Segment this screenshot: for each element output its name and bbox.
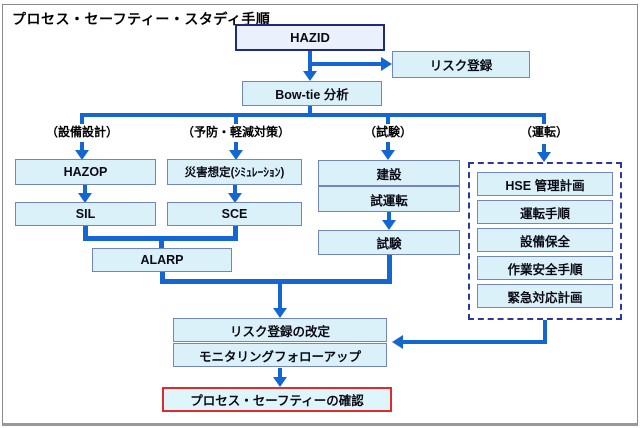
sce-box: SCE: [167, 202, 302, 226]
construction-box: 建設: [318, 160, 460, 186]
connector-commissioning-testing: [387, 212, 391, 220]
testing-box: 試験: [318, 230, 460, 255]
diagram-frame: [2, 4, 638, 426]
connector-testing-down: [387, 255, 392, 284]
connector-bracket-bottom: [160, 279, 392, 284]
sil-box: SIL: [15, 202, 156, 226]
commissioning-box: 試運転: [318, 186, 460, 212]
connector-operation-down: [543, 320, 547, 340]
arrowhead-to-risk-revision: [273, 308, 287, 318]
equipment-maintenance-box: 設備保全: [477, 228, 613, 252]
branch-label-test: （試験）: [363, 125, 412, 139]
branch-label-prevention: （予防・軽減対策）: [181, 125, 290, 139]
connector-to-risk-revision: [278, 284, 282, 308]
alarp-box: ALARP: [92, 248, 232, 272]
connector-bracket-alarp: [83, 236, 238, 241]
connector-sce-down: [233, 226, 238, 241]
risk-register-box: リスク登録: [392, 51, 530, 78]
connector-operation-left: [403, 340, 547, 344]
page-title: プロセス・セーフティー・スタディ手順: [12, 11, 271, 27]
connector-hazid-down: [308, 51, 312, 71]
branch-label-operation: （運転）: [519, 125, 568, 139]
work-safety-procedure-box: 作業安全手順: [477, 256, 613, 280]
hazop-box: HAZOP: [15, 159, 156, 185]
connector-bracket-alarp-drop: [159, 241, 164, 248]
arrowhead-to-bowtie: [303, 71, 317, 81]
connector-hazid-to-risk: [308, 62, 381, 66]
connector-sil-down: [83, 226, 88, 241]
connector-to-confirmation: [278, 368, 282, 378]
hse-management-plan-box: HSE 管理計画: [477, 172, 613, 196]
connector-label-operation: [542, 144, 546, 152]
monitoring-followup-box: モニタリングフォローアップ: [173, 343, 387, 367]
connector-bowtie-down: [308, 106, 312, 115]
connector-disaster-sce: [233, 185, 237, 193]
arrowhead-to-sil: [78, 193, 92, 203]
stub-test: [386, 117, 390, 124]
arrowhead-to-sce: [228, 193, 242, 203]
emergency-response-plan-box: 緊急対応計画: [477, 284, 613, 308]
operating-procedure-box: 運転手順: [477, 200, 613, 224]
hazid-box: HAZID: [235, 24, 385, 51]
connector-label-test: [386, 142, 390, 150]
stub-operation: [542, 117, 546, 124]
arrowhead-to-construction: [381, 150, 395, 160]
operation-plan-group: HSE 管理計画 運転手順 設備保全 作業安全手順 緊急対応計画: [468, 162, 622, 320]
branch-label-design: （設備設計）: [45, 125, 118, 139]
bowtie-analysis-box: Bow-tie 分析: [242, 81, 382, 106]
connector-distribution: [80, 113, 546, 117]
disaster-simulation-box: 災害想定(ｼﾐｭﾚｰｼｮﾝ): [167, 159, 302, 185]
risk-register-revision-box: リスク登録の改定: [173, 318, 387, 342]
arrowhead-to-confirmation: [273, 377, 287, 387]
connector-alarp-down: [160, 272, 165, 284]
connector-label-design: [80, 142, 84, 150]
connector-label-prevention: [234, 142, 238, 150]
connector-hazop-sil: [83, 185, 87, 193]
stub-prevention: [234, 117, 238, 124]
arrowhead-to-hazop: [75, 150, 89, 160]
stub-design: [80, 117, 84, 124]
arrowhead-to-disaster: [229, 150, 243, 160]
arrowhead-to-risk-register: [381, 57, 392, 71]
process-safety-confirmation-box: プロセス・セーフティーの確認: [162, 387, 392, 412]
arrowhead-to-testing: [382, 220, 396, 230]
arrowhead-to-bottom-stack: [392, 335, 403, 349]
arrowhead-to-operation-group: [537, 152, 551, 162]
